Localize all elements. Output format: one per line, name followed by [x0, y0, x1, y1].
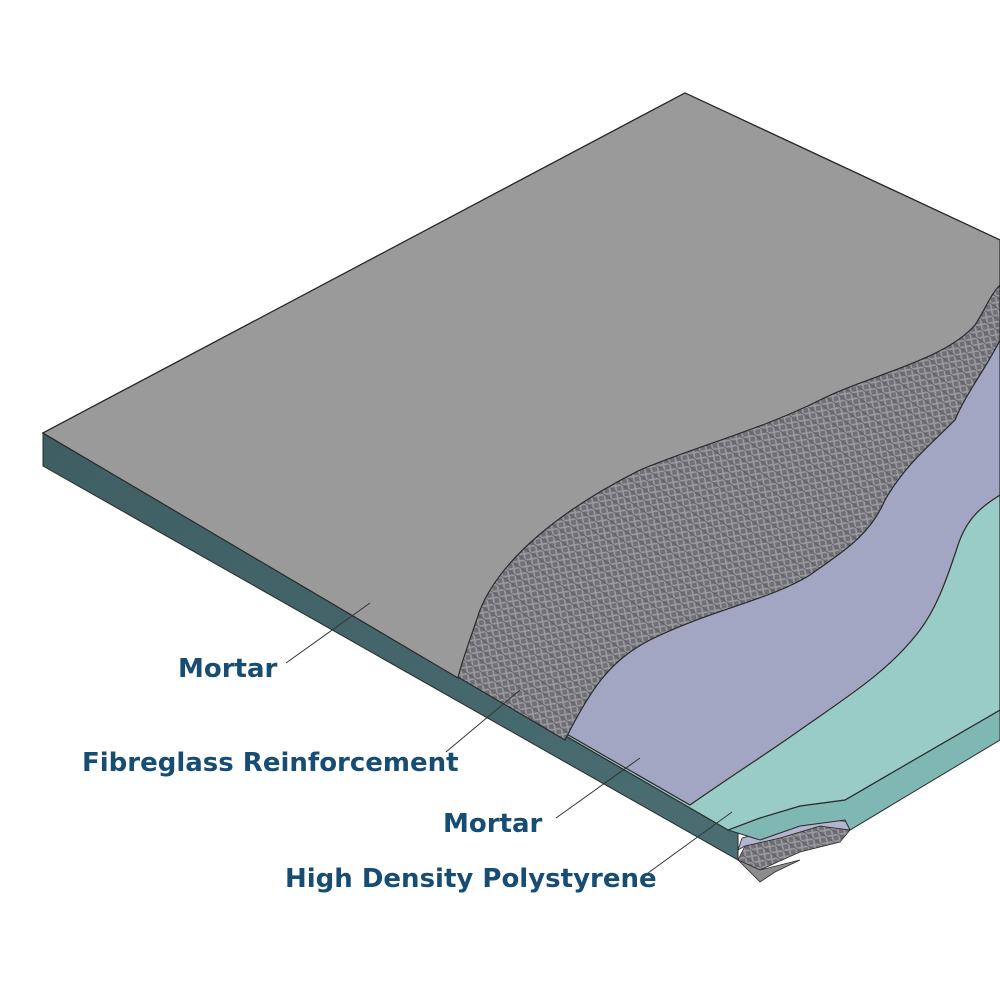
leader-line-mortar-top	[285, 602, 371, 664]
leader-line-fibreglass	[445, 689, 521, 753]
label-mortar-mid: Mortar	[443, 809, 543, 839]
bottom-mortar-corner	[737, 859, 801, 883]
label-mortar-top: Mortar	[178, 654, 278, 684]
label-fibreglass-reinforcement: Fibreglass Reinforcement	[82, 748, 459, 778]
leader-line-mortar-mid	[555, 757, 641, 819]
mortar-top-layer	[41, 92, 1000, 679]
leader-line-polystyrene	[647, 811, 733, 874]
label-high-density-polystyrene: High Density Polystyrene	[285, 864, 657, 894]
